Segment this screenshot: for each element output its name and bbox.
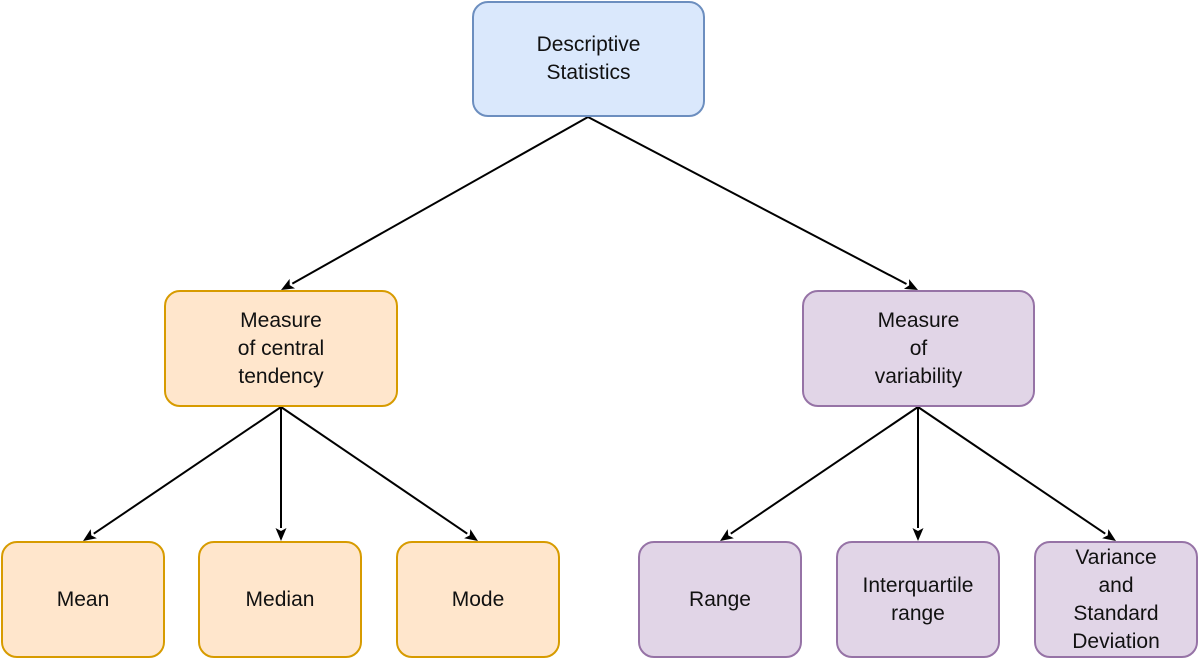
node-mean: Mean: [1, 541, 165, 658]
connector-line: [280, 406, 468, 535]
node-interquartile-range: Interquartile range: [836, 541, 1000, 658]
node-label: Range: [689, 587, 751, 611]
connector-arrow-variability-to-variance: [917, 406, 1116, 541]
connector-arrow-central-to-mode: [280, 406, 478, 541]
node-label: Interquartile range: [862, 573, 974, 625]
node-label: Variance and Standard Deviation: [1072, 545, 1160, 653]
arrowhead-icon: [464, 529, 478, 541]
connector-arrow-root-to-variability: [587, 116, 918, 290]
connector-arrow-root-to-central: [281, 116, 589, 290]
arrowhead-icon: [720, 529, 734, 541]
connector-line: [93, 406, 282, 535]
node-measure-of-central-tendency: Measure of central tendency: [164, 290, 398, 407]
node-label: Measure of central tendency: [237, 308, 325, 388]
node-label: Measure of variability: [874, 308, 963, 388]
arrowhead-icon: [1102, 529, 1116, 541]
node-label: Mode: [451, 587, 505, 611]
connector-arrow-central-to-mean: [83, 406, 282, 541]
connector-arrow-central-to-median: [275, 407, 287, 541]
connector-line: [730, 406, 919, 535]
node-mode: Mode: [396, 541, 560, 658]
connector-arrow-variability-to-iqr: [912, 407, 924, 541]
node-label: Mean: [56, 587, 110, 611]
node-descriptive-statistics: Descriptive Statistics: [472, 1, 705, 117]
node-variance-and-standard-deviation: Variance and Standard Deviation: [1034, 541, 1198, 658]
connector-line: [587, 116, 907, 285]
node-label: Median: [245, 587, 315, 611]
connector-arrow-variability-to-range: [720, 406, 919, 541]
arrowhead-icon: [903, 279, 918, 290]
connector-line: [917, 406, 1106, 535]
node-median: Median: [198, 541, 362, 658]
arrowhead-icon: [281, 278, 296, 290]
connector-line: [291, 116, 589, 285]
arrowhead-icon: [275, 528, 287, 541]
node-label: Descriptive Statistics: [536, 33, 641, 84]
node-measure-of-variability: Measure of variability: [802, 290, 1035, 407]
arrowhead-icon: [912, 528, 924, 541]
arrowhead-icon: [83, 529, 97, 541]
node-range: Range: [638, 541, 802, 658]
